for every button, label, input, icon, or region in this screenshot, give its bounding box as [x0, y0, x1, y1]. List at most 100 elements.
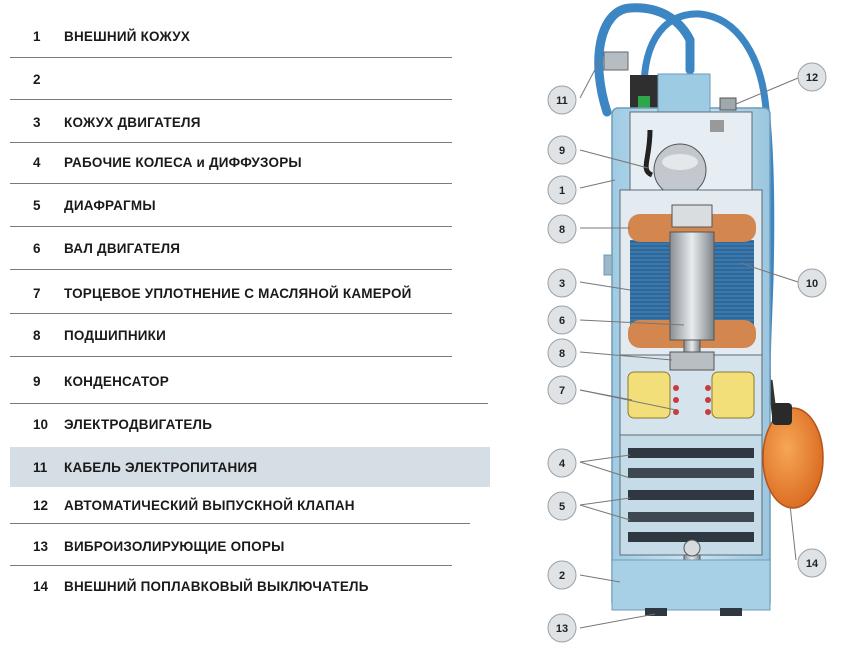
svg-text:4: 4 [559, 458, 566, 470]
callout-8: 8 [547, 214, 577, 244]
svg-text:8: 8 [559, 348, 565, 360]
legend-label: ВАЛ ДВИГАТЕЛЯ [64, 240, 181, 256]
legend-divider [10, 226, 452, 227]
legend-divider [10, 183, 452, 184]
legend-row-13: 13 ВИБРОИЗОЛИРУЮЩИЕ ОПОРЫ [10, 526, 285, 566]
svg-text:2: 2 [559, 570, 565, 582]
legend-num: 7 [33, 285, 41, 301]
legend-row-11: 11 КАБЕЛЬ ЭЛЕКТРОПИТАНИЯ [10, 447, 490, 487]
oil-chamber-right [711, 371, 755, 419]
discharge-neck [657, 73, 711, 115]
anti-vibration-feet [645, 608, 667, 616]
legend-label: ВНЕШНИЙ КОЖУХ [64, 28, 191, 44]
callout-2: 2 [547, 560, 577, 590]
legend-divider [10, 565, 452, 566]
legend-num: 6 [33, 240, 41, 256]
legend-divider [10, 523, 470, 524]
callout-3: 3 [547, 268, 577, 298]
float-switch [762, 407, 824, 509]
svg-text:1: 1 [559, 185, 565, 197]
callout-10: 10 [797, 268, 827, 298]
legend-row-5: 5 ДИАФРАГМЫ [10, 185, 156, 225]
callout-9: 9 [547, 135, 577, 165]
svg-text:6: 6 [559, 315, 565, 327]
legend-num: 10 [33, 416, 49, 432]
svg-text:8: 8 [559, 224, 565, 236]
legend-divider [10, 269, 452, 270]
callout-13: 13 [547, 613, 577, 643]
legend-divider [10, 57, 452, 58]
legend-num: 3 [33, 114, 41, 130]
legend-row-9: 9 КОНДЕНСАТОР [10, 361, 169, 401]
legend-row-12: 12 АВТОМАТИЧЕСКИЙ ВЫПУСКНОЙ КЛАПАН [10, 485, 355, 525]
callout-8b: 8 [547, 338, 577, 368]
svg-text:3: 3 [559, 278, 565, 290]
legend-label: ДИАФРАГМЫ [64, 197, 156, 213]
legend-num: 14 [33, 578, 49, 594]
svg-text:13: 13 [556, 623, 568, 635]
legend-label: КАБЕЛЬ ЭЛЕКТРОПИТАНИЯ [64, 459, 258, 475]
legend-num: 11 [33, 459, 48, 475]
legend-row-7: 7 ТОРЦЕВОЕ УПЛОТНЕНИЕ С МАСЛЯНОЙ КАМЕРОЙ [10, 273, 412, 313]
bearing-lower [669, 351, 715, 371]
air-valve [719, 97, 737, 111]
legend-row-3: 3 КОЖУХ ДВИГАТЕЛЯ [10, 102, 201, 142]
oil-chamber-left [627, 371, 671, 419]
legend-divider [10, 142, 452, 143]
legend-row-4: 4 РАБОЧИЕ КОЛЕСА и ДИФФУЗОРЫ [10, 142, 302, 182]
legend-divider [10, 356, 452, 357]
legend-num: 1 [33, 28, 41, 44]
legend-label: ВИБРОИЗОЛИРУЮЩИЕ ОПОРЫ [64, 538, 285, 554]
pump-base [611, 559, 771, 611]
legend-num: 8 [33, 327, 41, 343]
legend-row-8: 8 ПОДШИПНИКИ [10, 315, 166, 355]
winding-top [628, 214, 756, 242]
callout-7: 7 [547, 375, 577, 405]
legend-label: ЭЛЕКТРОДВИГАТЕЛЬ [64, 416, 213, 432]
legend-divider [10, 313, 452, 314]
svg-text:12: 12 [806, 72, 818, 84]
hydraulic-stages [619, 434, 763, 556]
legend-label: АВТОМАТИЧЕСКИЙ ВЫПУСКНОЙ КЛАПАН [64, 497, 355, 513]
legend-num: 5 [33, 197, 41, 213]
callout-4: 4 [547, 448, 577, 478]
mechanical-seal [673, 385, 711, 415]
stator-right [712, 240, 754, 330]
legend-divider [10, 99, 452, 100]
legend-num: 13 [33, 538, 49, 554]
legend-num: 9 [33, 373, 41, 389]
callout-11: 11 [547, 85, 577, 115]
legend-row-6: 6 ВАЛ ДВИГАТЕЛЯ [10, 228, 180, 268]
svg-text:10: 10 [806, 278, 818, 290]
legend-num: 12 [33, 497, 49, 513]
legend-row-2: 2 [10, 59, 64, 99]
legend-label: РАБОЧИЕ КОЛЕСА и ДИФФУЗОРЫ [64, 154, 302, 170]
svg-text:11: 11 [556, 95, 568, 107]
legend-num: 4 [33, 154, 41, 170]
callout-12: 12 [797, 62, 827, 92]
svg-text:9: 9 [559, 145, 565, 157]
legend-num: 2 [33, 71, 41, 87]
svg-text:5: 5 [559, 501, 565, 513]
callout-1: 1 [547, 175, 577, 205]
rotor [669, 231, 715, 341]
callout-14: 14 [797, 548, 827, 578]
legend-label: ПОДШИПНИКИ [64, 327, 167, 343]
legend-divider [10, 403, 488, 404]
power-cable [594, 3, 695, 117]
svg-text:14: 14 [806, 558, 819, 570]
callout-6: 6 [547, 305, 577, 335]
stator-left [630, 240, 672, 330]
legend-label: КОНДЕНСАТОР [64, 373, 169, 389]
svg-text:7: 7 [559, 385, 565, 397]
capacitor-wire [643, 129, 654, 178]
legend-label: ТОРЦЕВОЕ УПЛОТНЕНИЕ С МАСЛЯНОЙ КАМЕРОЙ [64, 285, 412, 301]
cable-gland [603, 51, 629, 71]
legend-label: КОЖУХ ДВИГАТЕЛЯ [64, 114, 201, 130]
callout-5: 5 [547, 491, 577, 521]
legend-row-10: 10 ЭЛЕКТРОДВИГАТЕЛЬ [10, 404, 212, 444]
legend-row-1: 1 ВНЕШНИЙ КОЖУХ [10, 16, 190, 56]
callouts: 11 12 9 1 8 10 3 6 8 7 4 5 14 2 13 [547, 62, 827, 643]
